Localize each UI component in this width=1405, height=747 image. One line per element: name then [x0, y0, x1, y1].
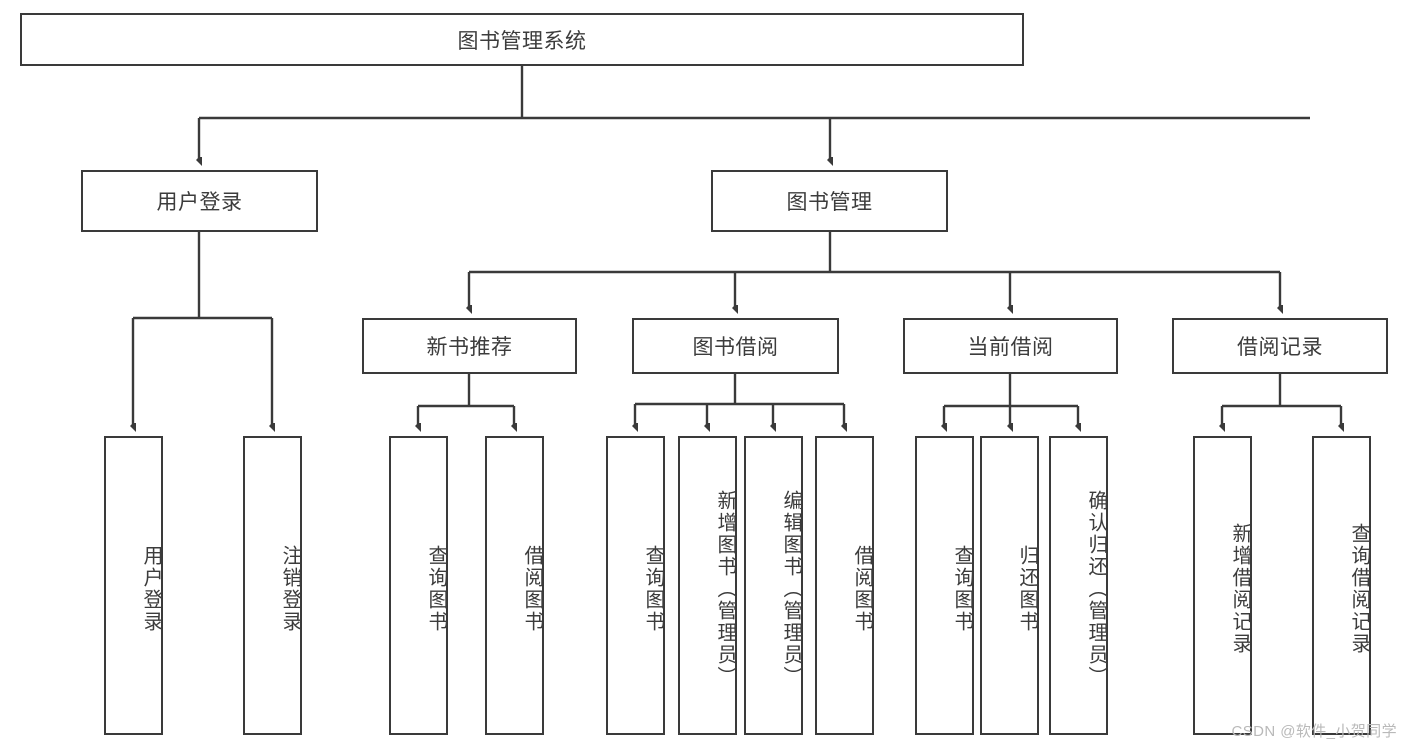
- leaf-label: 新增图书（管理员）: [714, 489, 736, 688]
- node-root-system[interactable]: 图书管理系统: [20, 13, 1024, 66]
- leaf-current-return-book[interactable]: 归还图书: [980, 436, 1039, 735]
- leaf-recommend-borrow-book[interactable]: 借阅图书: [485, 436, 544, 735]
- leaf-user-login-signin[interactable]: 用户登录: [104, 436, 163, 735]
- node-book-management[interactable]: 图书管理: [711, 170, 948, 232]
- leaf-label: 查询图书: [951, 544, 973, 633]
- leaf-borrow-query-book[interactable]: 查询图书: [606, 436, 665, 735]
- leaf-current-query-book[interactable]: 查询图书: [915, 436, 974, 735]
- node-book-borrow[interactable]: 图书借阅: [632, 318, 839, 374]
- leaf-label: 注销登录: [279, 544, 301, 633]
- node-new-book-recommend[interactable]: 新书推荐: [362, 318, 577, 374]
- leaf-user-login-signout[interactable]: 注销登录: [243, 436, 302, 735]
- leaf-recommend-query-book[interactable]: 查询图书: [389, 436, 448, 735]
- node-user-login[interactable]: 用户登录: [81, 170, 318, 232]
- leaf-current-confirm-return-admin[interactable]: 确认归还（管理员）: [1049, 436, 1108, 735]
- leaf-borrow-edit-book-admin[interactable]: 编辑图书（管理员）: [744, 436, 803, 735]
- leaf-borrow-add-book-admin[interactable]: 新增图书（管理员）: [678, 436, 737, 735]
- leaf-label: 归还图书: [1016, 544, 1038, 633]
- leaf-label: 查询借阅记录: [1348, 522, 1370, 655]
- leaf-label: 新增借阅记录: [1229, 522, 1251, 655]
- leaf-record-query-record[interactable]: 查询借阅记录: [1312, 436, 1371, 735]
- leaf-label: 用户登录: [140, 544, 162, 633]
- node-borrow-record[interactable]: 借阅记录: [1172, 318, 1388, 374]
- leaf-label: 借阅图书: [851, 544, 873, 633]
- leaf-label: 借阅图书: [521, 544, 543, 633]
- leaf-label: 查询图书: [642, 544, 664, 633]
- csdn-watermark: CSDN @软件_小贺同学: [1231, 723, 1397, 740]
- node-current-borrow[interactable]: 当前借阅: [903, 318, 1118, 374]
- leaf-label: 确认归还（管理员）: [1085, 489, 1107, 688]
- leaf-borrow-borrow-book[interactable]: 借阅图书: [815, 436, 874, 735]
- leaf-label: 编辑图书（管理员）: [780, 489, 802, 688]
- leaf-record-add-record[interactable]: 新增借阅记录: [1193, 436, 1252, 735]
- leaf-label: 查询图书: [425, 544, 447, 633]
